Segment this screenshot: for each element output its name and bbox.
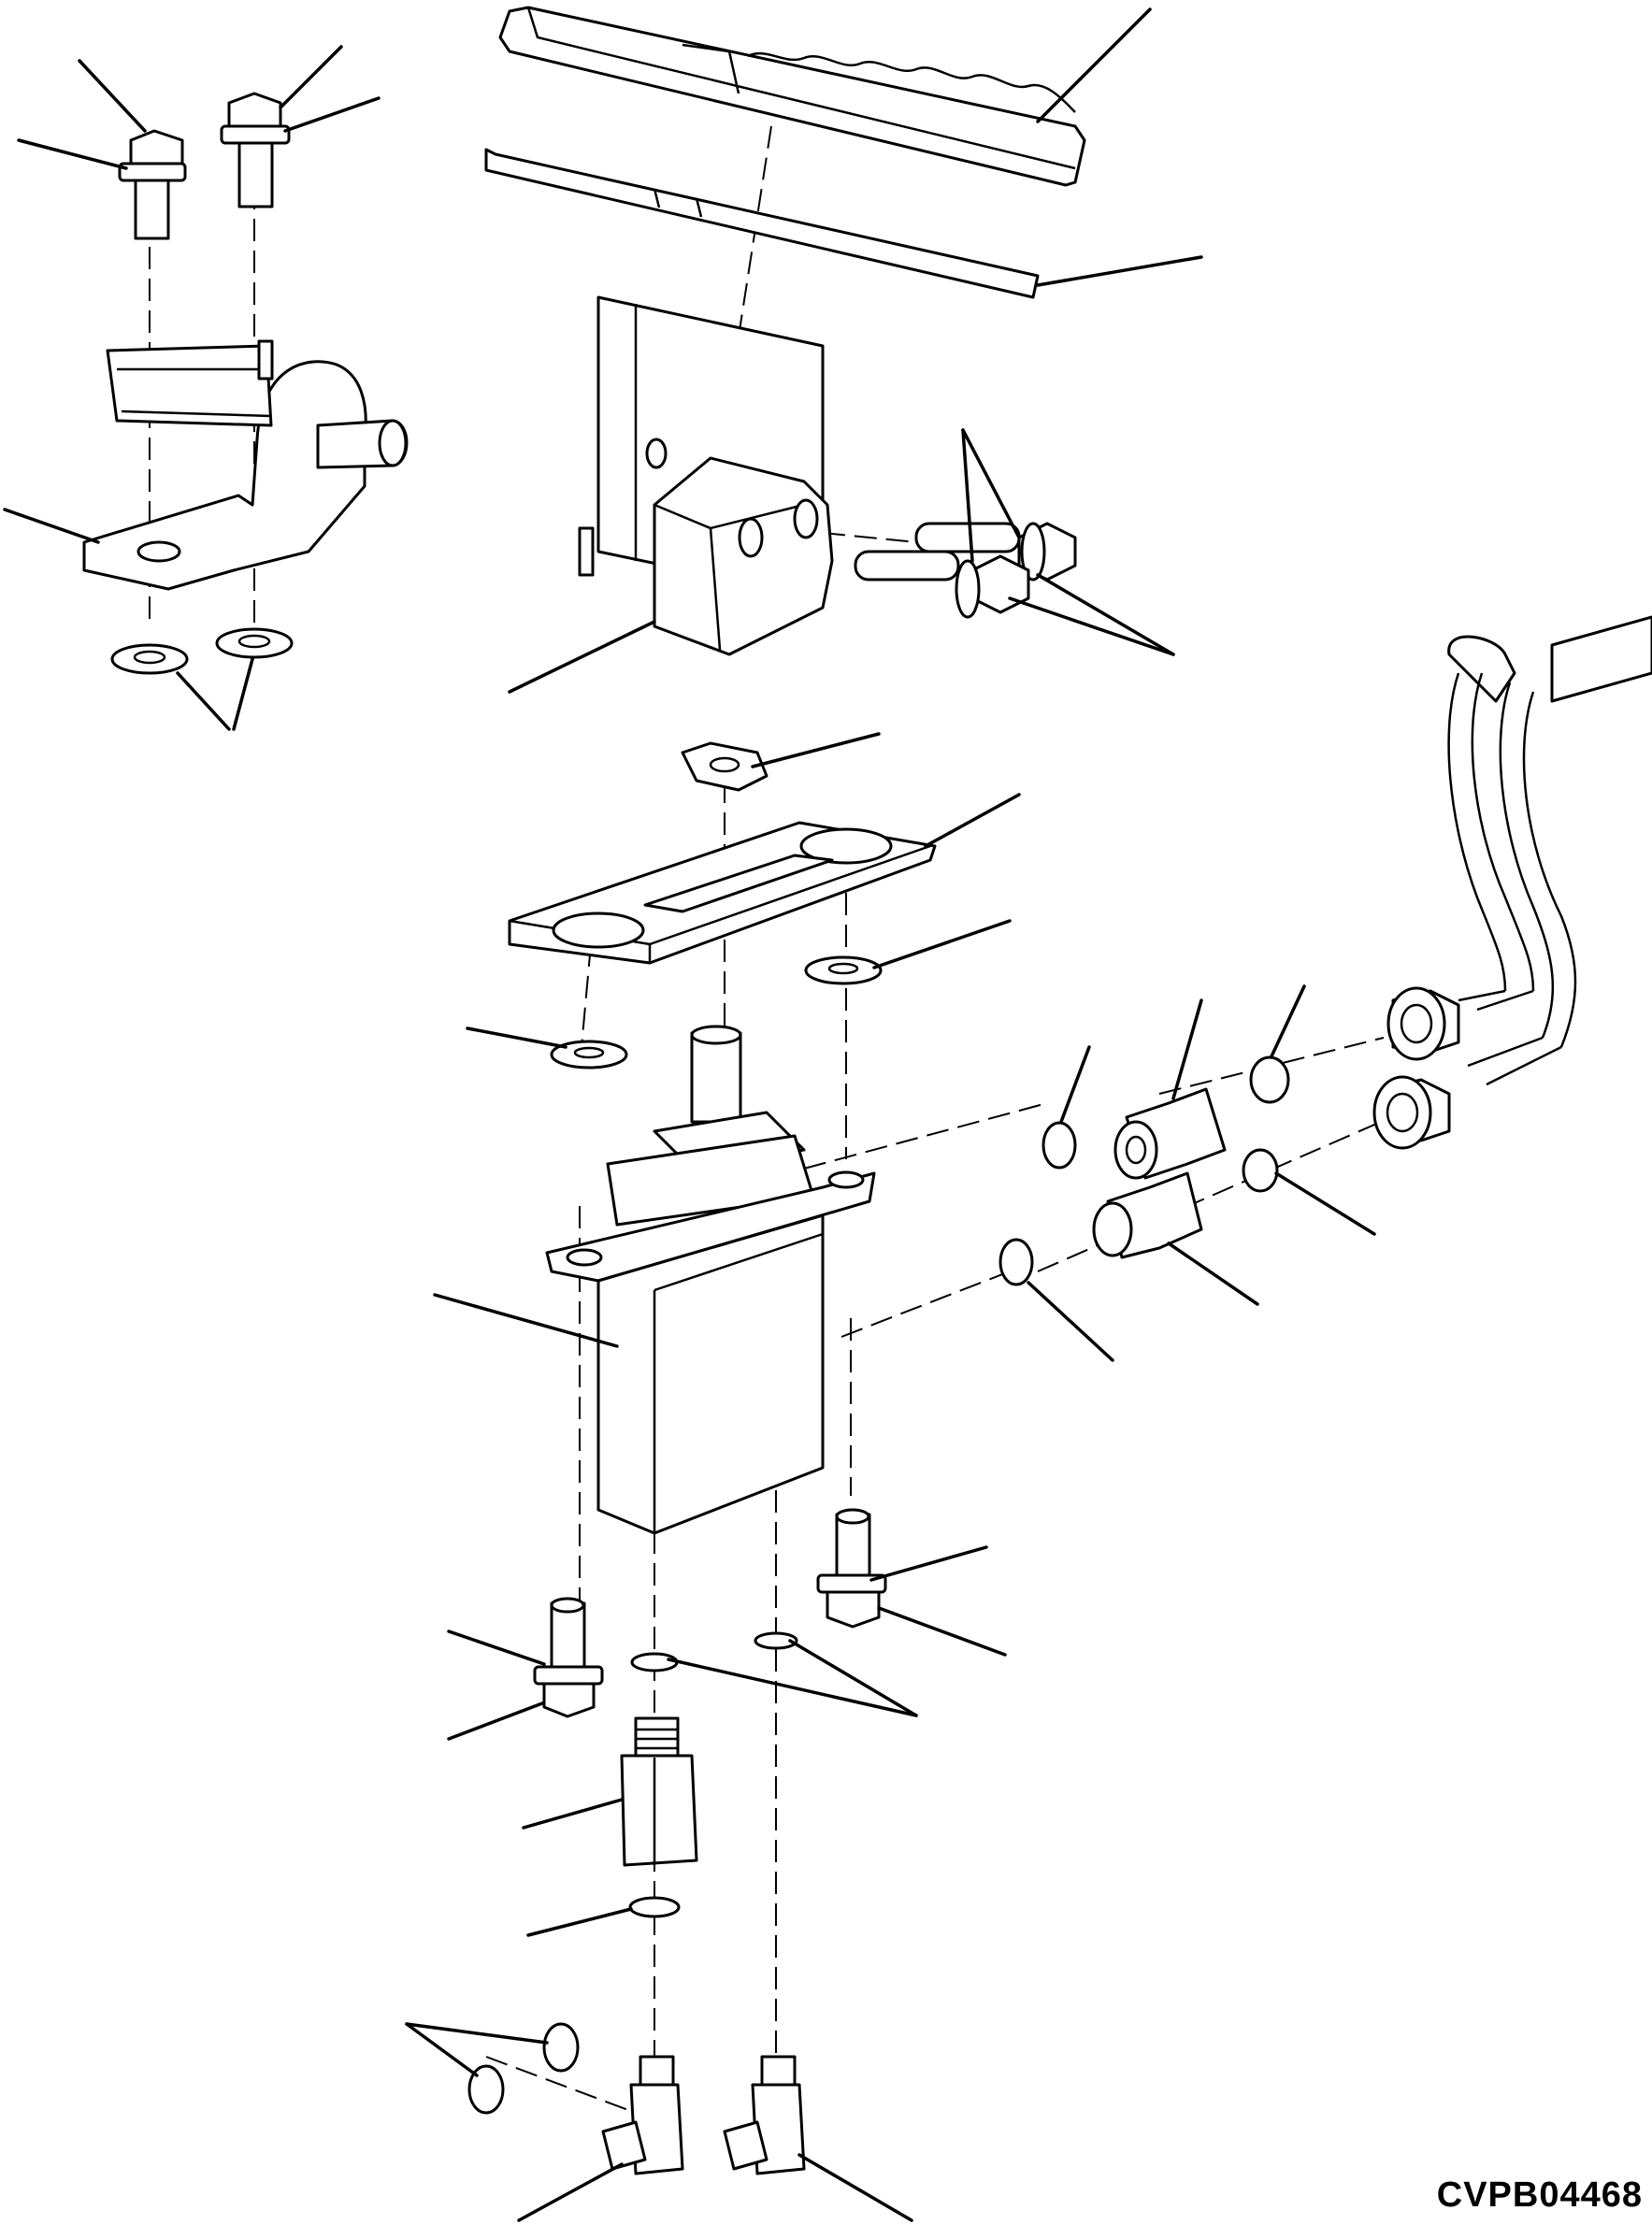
mounting-bracket-plate: [578, 295, 834, 656]
plate-washers: [550, 955, 883, 1069]
elbow-orings: [467, 2022, 580, 2115]
fitting-upper: [1113, 1087, 1227, 1180]
fitting-lower: [1092, 1171, 1203, 1259]
fitting-orings: [998, 1055, 1290, 1286]
adapter-fitting: [620, 1716, 698, 1867]
callout-leader-lines: [3, 7, 1376, 2222]
thin-strip-plate: [484, 148, 1040, 299]
bolt-top-left-1: [118, 129, 187, 240]
small-orings-bottom: [630, 1631, 798, 1672]
hose-fitting-lower: [1372, 1075, 1451, 1150]
retainer-plate: [508, 821, 937, 965]
hose-fitting-upper: [1386, 986, 1460, 1061]
hose-assembly: [1447, 615, 1652, 1086]
hinge-bracket: [82, 339, 409, 591]
elbow-fitting-left: [601, 2055, 684, 2175]
washers-under-bracket: [110, 627, 294, 675]
hex-nut: [681, 741, 769, 792]
bolt-top-left-2: [220, 92, 291, 208]
pilot-valve-body: [545, 1025, 876, 1535]
adapter-oring: [628, 1896, 681, 1918]
diagram-code-label: CVPB04468: [1436, 2175, 1643, 2215]
side-bolts: [854, 522, 1077, 619]
bottom-bolt-right: [816, 1508, 887, 1629]
serrated-cover-plate: [498, 6, 1086, 187]
elbow-fitting-right: [723, 2055, 806, 2175]
bottom-bolt-left: [533, 1597, 604, 1718]
